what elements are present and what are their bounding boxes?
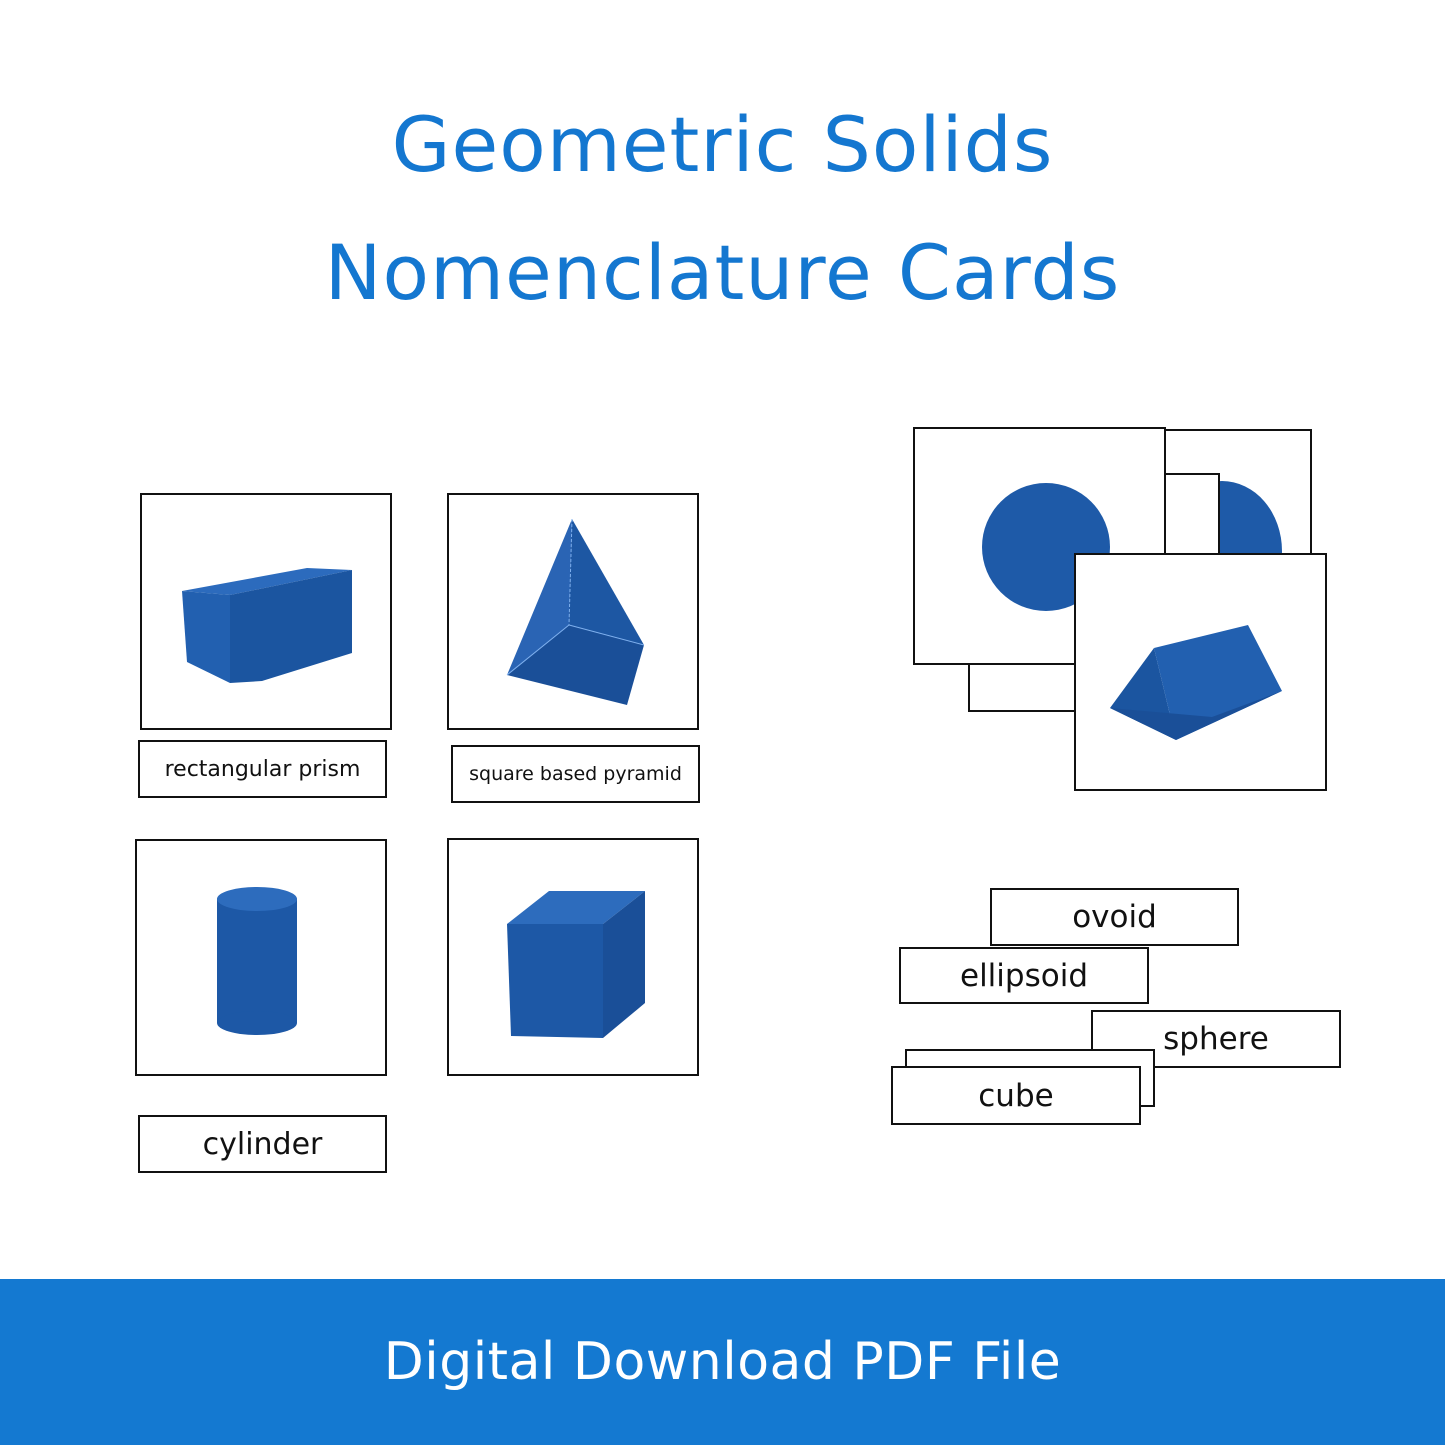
cylinder-label: cylinder bbox=[138, 1115, 387, 1173]
triangular-prism-image bbox=[1110, 625, 1282, 740]
cylinder-card bbox=[135, 839, 387, 1076]
sphere-card bbox=[913, 427, 1166, 665]
rectangular-prism-label: rectangular prism bbox=[138, 740, 387, 798]
pyramid-label: square based pyramid bbox=[451, 745, 700, 803]
cube-image bbox=[507, 891, 645, 1038]
footer-banner: Digital Download PDF File bbox=[0, 1279, 1445, 1445]
rectangular-prism-image bbox=[182, 568, 352, 683]
word-card-cube: cube bbox=[891, 1066, 1141, 1125]
word-card-ellipsoid: ellipsoid bbox=[899, 947, 1149, 1004]
cube-card bbox=[447, 838, 699, 1076]
footer-text: Digital Download PDF File bbox=[383, 1332, 1062, 1392]
cylinder-image bbox=[217, 887, 297, 1035]
title-line-2: Nomenclature Cards bbox=[324, 228, 1121, 317]
triangular-prism-card bbox=[1074, 553, 1327, 791]
pyramid-image bbox=[506, 518, 645, 705]
word-card-ovoid: ovoid bbox=[990, 888, 1239, 946]
title-line-1: Geometric Solids bbox=[391, 100, 1054, 189]
pyramid-card bbox=[447, 493, 699, 730]
rectangular-prism-card bbox=[140, 493, 392, 730]
